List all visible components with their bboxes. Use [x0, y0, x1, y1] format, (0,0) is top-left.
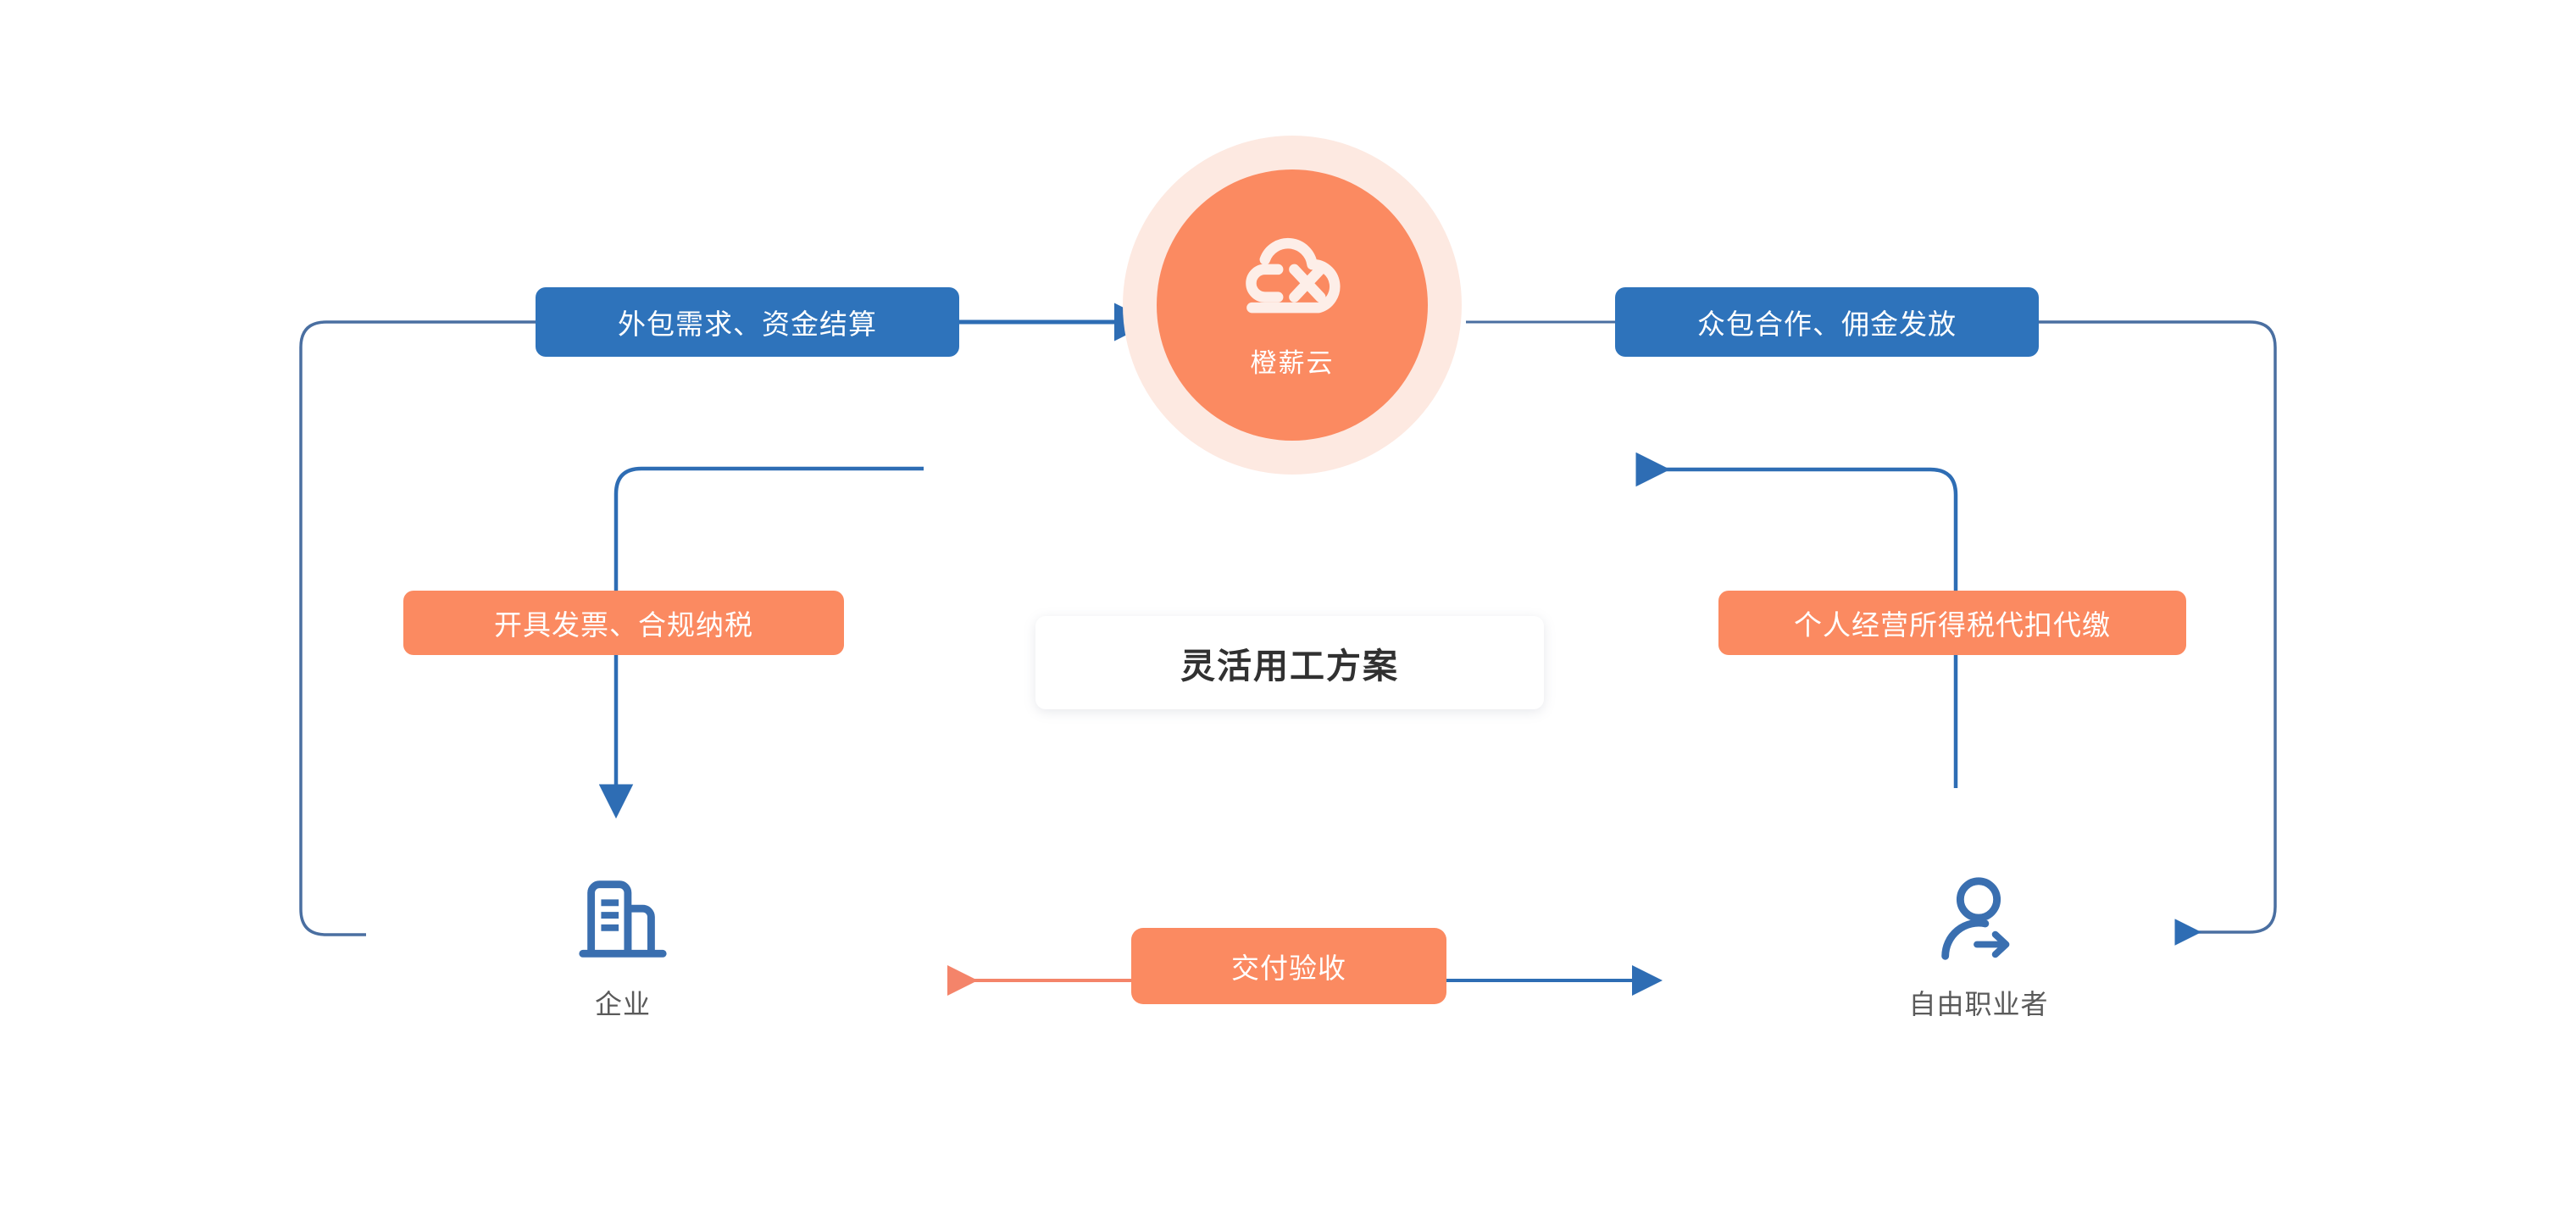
actor-enterprise-label: 企业 [594, 989, 651, 1019]
cloud-cx-logo-icon [1245, 237, 1341, 314]
hub-label: 橙薪云 [1250, 348, 1335, 378]
actor-freelancer[interactable]: 自由职业者 [1864, 869, 2093, 1022]
actor-enterprise[interactable]: 企业 [508, 869, 737, 1022]
building-icon [579, 880, 667, 958]
label-invoice[interactable]: 开具发票、合规纳税 [403, 591, 844, 655]
label-crowdsource[interactable]: 众包合作、佣金发放 [1615, 287, 2039, 357]
actor-freelancer-label: 自由职业者 [1908, 989, 2049, 1019]
label-tax[interactable]: 个人经营所得税代扣代缴 [1718, 591, 2186, 655]
label-delivery[interactable]: 交付验收 [1131, 928, 1446, 1004]
label-outsourcing[interactable]: 外包需求、资金结算 [536, 287, 959, 357]
hub-node[interactable]: 橙薪云 [1157, 169, 1428, 441]
solution-card[interactable]: 灵活用工方案 [1035, 616, 1544, 709]
solution-card-title: 灵活用工方案 [1180, 647, 1399, 686]
person-arrow-icon [1941, 877, 2010, 960]
